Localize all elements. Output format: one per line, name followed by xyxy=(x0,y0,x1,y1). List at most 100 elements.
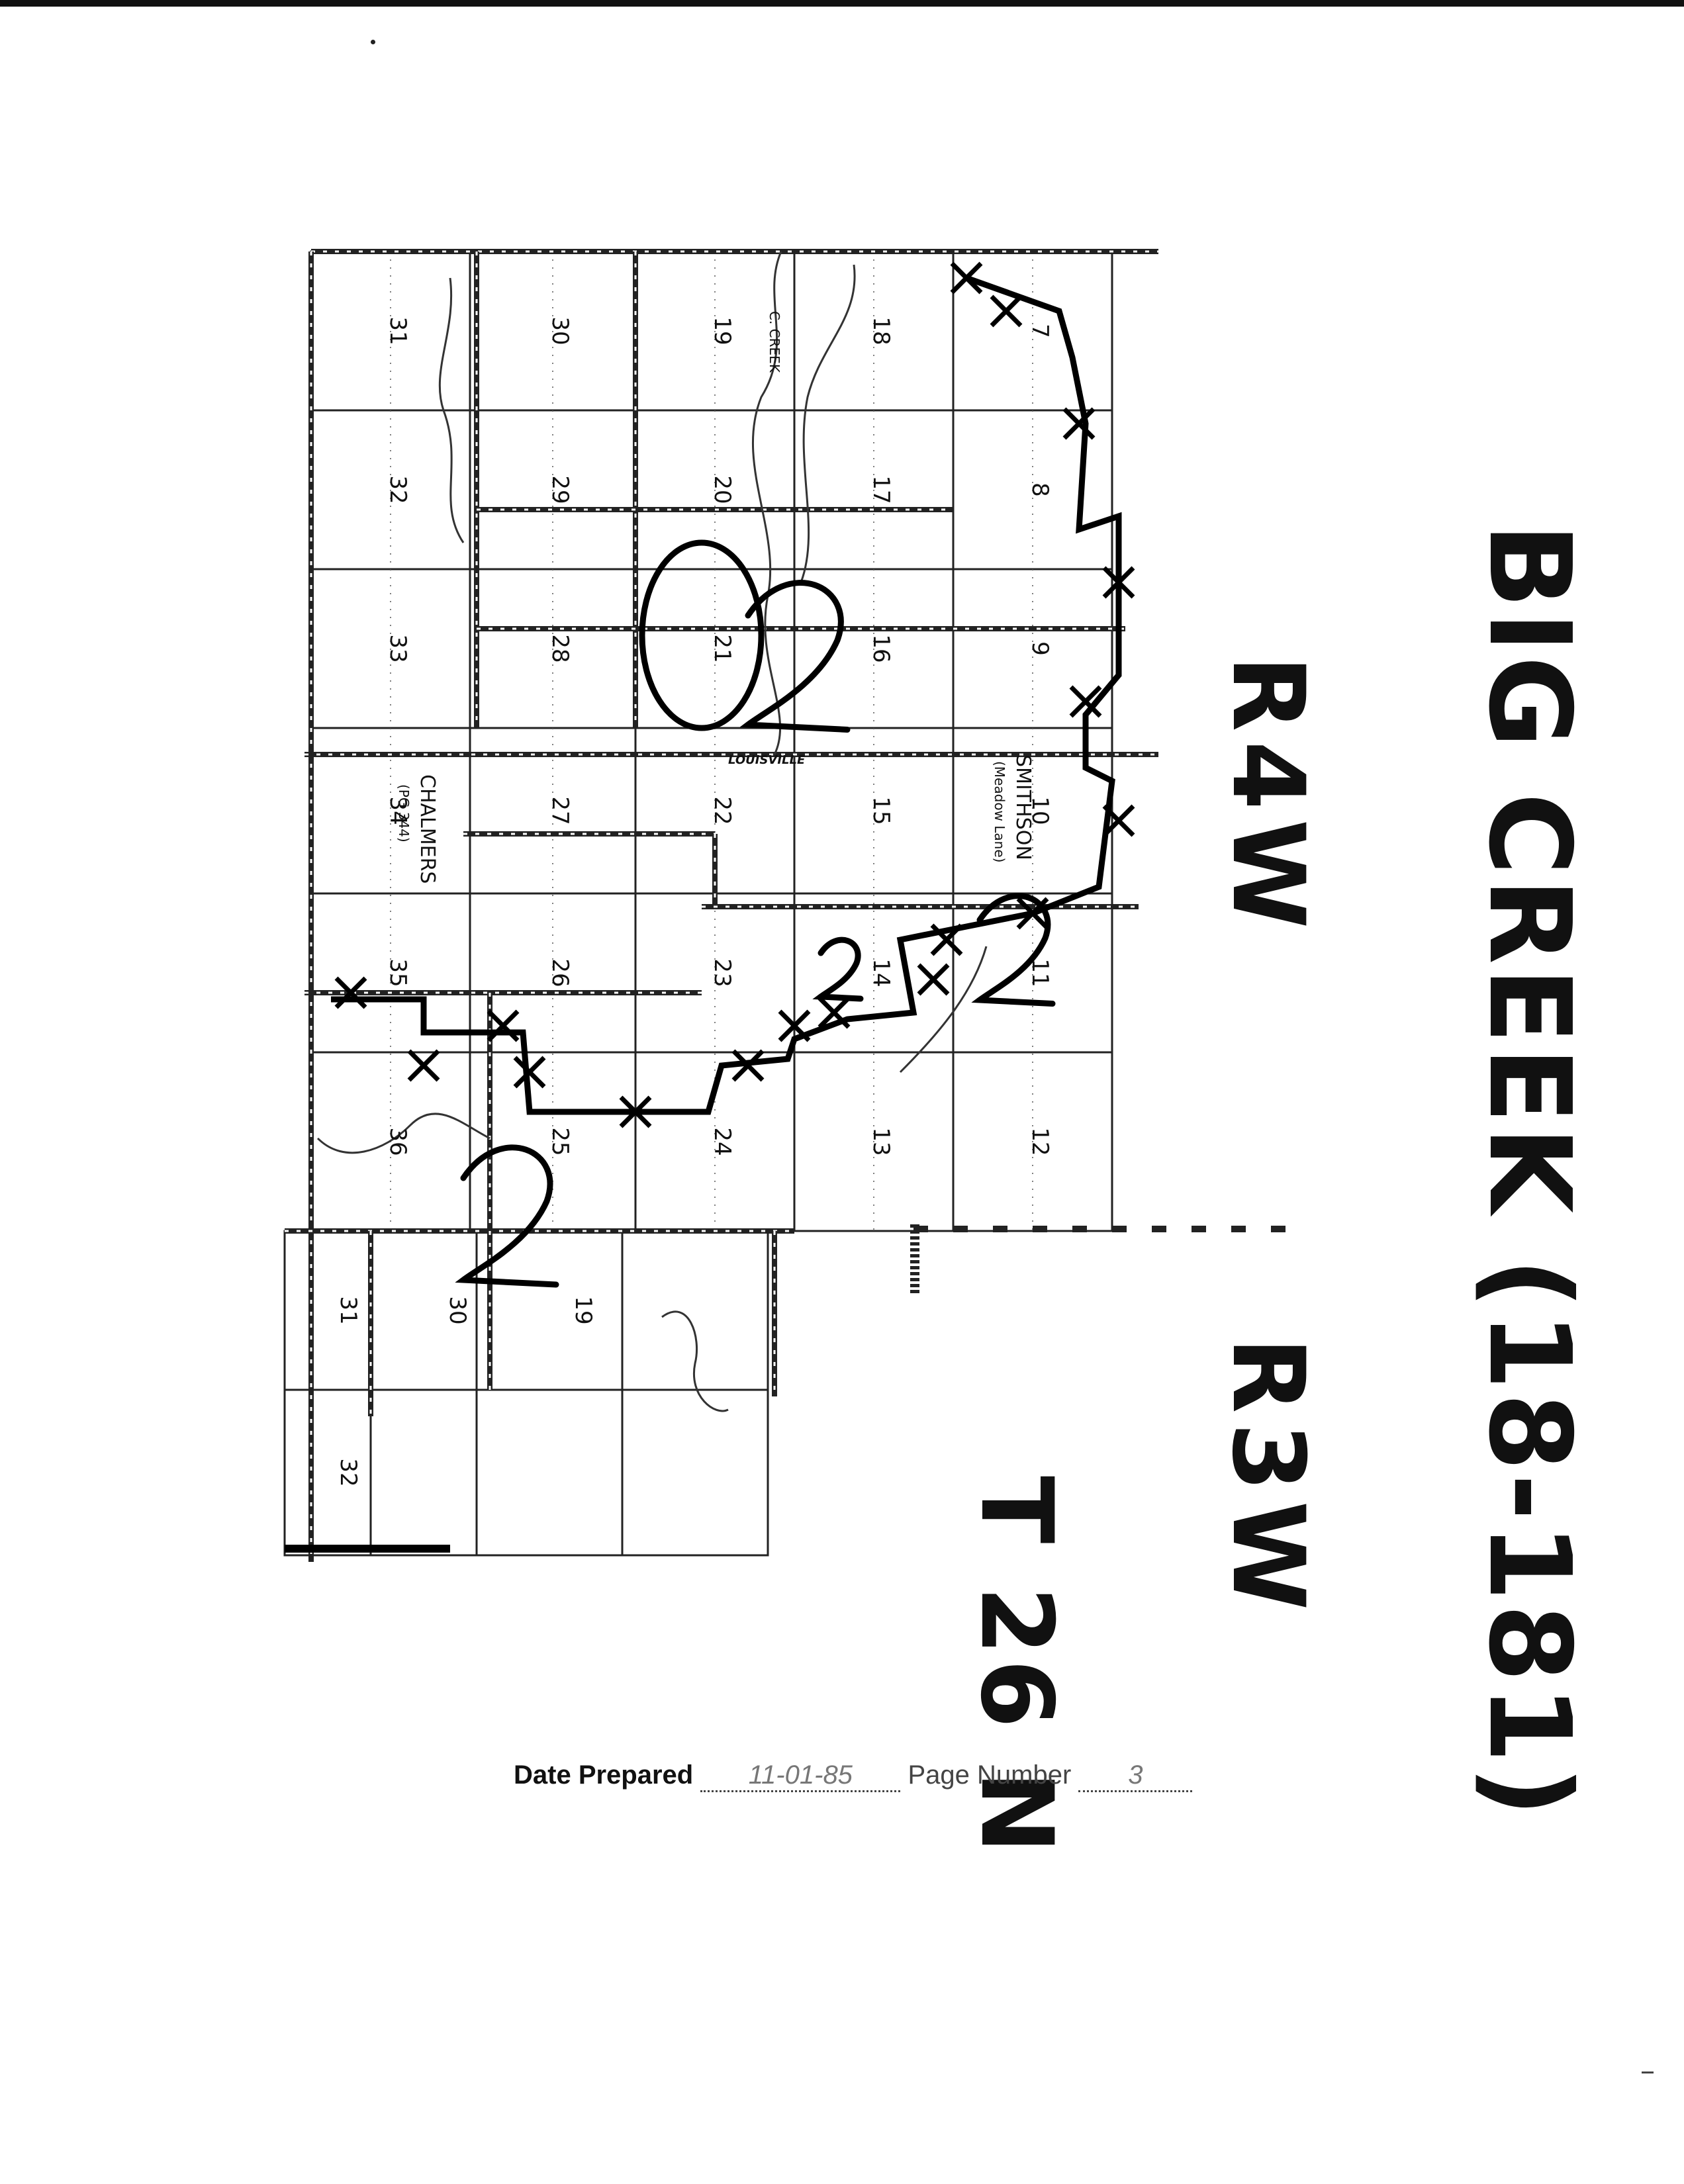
creek-west xyxy=(438,277,465,543)
smithson-label: SMITHSON xyxy=(1011,754,1035,860)
creek-east xyxy=(899,946,988,1073)
creek-big xyxy=(751,251,782,755)
x-mark xyxy=(487,1009,520,1042)
section-number-33: 33 xyxy=(385,634,411,662)
section-number-7: 7 xyxy=(1027,324,1053,338)
range-divider-line xyxy=(910,1224,1286,1293)
section-number-30: 30 xyxy=(547,316,573,345)
divider-dash xyxy=(1231,1226,1246,1232)
divider-dash xyxy=(913,1226,928,1232)
divider-dash xyxy=(1072,1226,1087,1232)
section-number-25: 25 xyxy=(547,1127,573,1156)
boundary-x-marks xyxy=(334,261,1135,1128)
township-label: T 26 N xyxy=(959,1476,1074,1858)
section-number-16: 16 xyxy=(868,634,894,662)
divider-dash xyxy=(953,1226,968,1232)
range-label-r3w: R3W xyxy=(1210,1337,1325,1620)
divider-dash xyxy=(910,1272,919,1275)
section-number-34: 34 xyxy=(385,796,411,825)
section-number-r3w-31: 31 xyxy=(335,1296,361,1324)
x-mark xyxy=(731,1049,765,1082)
x-mark xyxy=(407,1049,440,1082)
divider-dash xyxy=(1033,1226,1047,1232)
creek-lines xyxy=(316,251,988,1412)
section-number-21: 21 xyxy=(709,634,735,662)
page-number-label: Page Number xyxy=(908,1760,1072,1790)
section-number-22: 22 xyxy=(709,796,735,825)
section-number-20: 20 xyxy=(709,475,735,504)
x-mark xyxy=(1102,804,1135,837)
section-number-r3w-32: 32 xyxy=(335,1458,361,1486)
divider-dash xyxy=(910,1242,919,1246)
divider-dash xyxy=(1152,1226,1166,1232)
road-network xyxy=(285,249,1158,1562)
section-number-r3w-19: 19 xyxy=(570,1296,596,1324)
section-number-35: 35 xyxy=(385,958,411,987)
divider-dash xyxy=(910,1266,919,1269)
range-label-r4w: R4W xyxy=(1210,655,1325,938)
divider-dash xyxy=(910,1290,919,1293)
section-number-32: 32 xyxy=(385,475,411,504)
scan-speck xyxy=(371,40,375,44)
section-number-r3w-30: 30 xyxy=(444,1296,471,1324)
x-mark xyxy=(930,923,963,956)
section-number-14: 14 xyxy=(868,958,894,987)
section-number-12: 12 xyxy=(1027,1127,1053,1156)
township-frame-r3w xyxy=(283,1230,769,1557)
section-number-10: 10 xyxy=(1027,796,1053,825)
page-number-value: 3 xyxy=(1078,1760,1193,1792)
x-mark xyxy=(778,1009,811,1042)
section-number-8: 8 xyxy=(1027,482,1053,497)
x-mark xyxy=(818,996,851,1029)
precinct-2-east xyxy=(971,893,1056,1007)
divider-dash xyxy=(1271,1226,1286,1232)
precinct-2-north xyxy=(739,580,851,733)
smithson-note: (Meadow Lane) xyxy=(992,761,1007,863)
section-number-19: 19 xyxy=(709,316,735,345)
section-number-15: 15 xyxy=(868,796,894,825)
creek-r3w xyxy=(661,1310,729,1412)
divider-dash xyxy=(910,1236,919,1240)
section-number-28: 28 xyxy=(547,634,573,662)
section-number-31: 31 xyxy=(385,316,411,345)
date-prepared-value: 11-01-85 xyxy=(700,1760,901,1792)
section-grid xyxy=(283,250,1113,1557)
precinct-2-south xyxy=(455,1144,559,1288)
section-number-26: 26 xyxy=(547,958,573,987)
date-prepared-label: Date Prepared xyxy=(514,1760,694,1790)
section-number-9: 9 xyxy=(1027,641,1053,656)
divider-dash xyxy=(910,1278,919,1281)
precinct-boundary-line xyxy=(331,275,1122,1115)
section-number-27: 27 xyxy=(547,796,573,825)
divider-dash xyxy=(1112,1226,1127,1232)
creek-southwest xyxy=(316,1113,491,1154)
creek-branch xyxy=(800,264,856,583)
precinct-oval xyxy=(639,539,765,731)
x-mark xyxy=(619,1095,652,1128)
divider-dash xyxy=(910,1248,919,1251)
divider-dash xyxy=(993,1226,1007,1232)
x-mark xyxy=(334,976,367,1009)
x-mark xyxy=(1069,685,1102,718)
section-number-11: 11 xyxy=(1027,958,1053,987)
x-mark xyxy=(1062,407,1096,440)
top-border xyxy=(0,0,1684,7)
divider-dash xyxy=(1192,1226,1206,1232)
map-title: BIG CREEK (18-181) xyxy=(1464,523,1595,1820)
divider-dash xyxy=(910,1260,919,1263)
x-mark xyxy=(990,295,1023,328)
creek-label: C. CREEK xyxy=(767,311,782,373)
section-number-17: 17 xyxy=(868,475,894,504)
section-number-23: 23 xyxy=(709,958,735,987)
x-mark xyxy=(1102,566,1135,599)
precinct-2-small xyxy=(812,936,864,1002)
chalmers-label: CHALMERS xyxy=(416,774,439,884)
section-number-24: 24 xyxy=(709,1127,735,1156)
chalmers-note: (PG 344) xyxy=(396,784,412,842)
louisville-label: LOUISVILLE xyxy=(728,753,806,767)
x-mark xyxy=(950,261,983,295)
x-mark xyxy=(513,1056,546,1089)
section-number-13: 13 xyxy=(868,1127,894,1156)
